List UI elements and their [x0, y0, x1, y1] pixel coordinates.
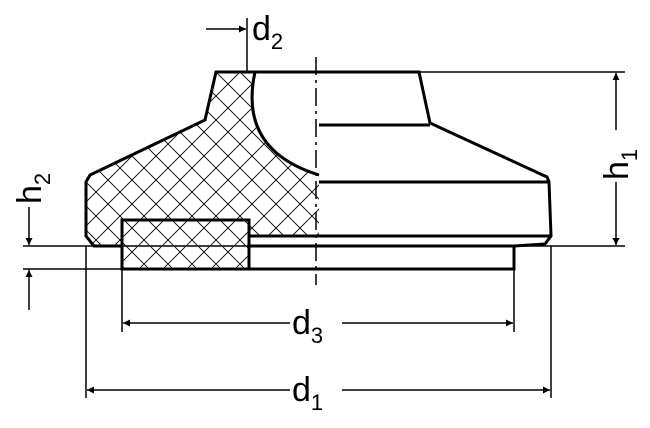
ring-insert-hatched: [120, 218, 251, 271]
bore-arc: [250, 71, 320, 177]
h1-label: h1: [598, 149, 642, 180]
body-outline-left: [84, 70, 255, 248]
h2-label: h2: [11, 173, 55, 204]
d3-label: d3: [292, 304, 323, 348]
d2-label: d2: [252, 10, 283, 54]
body-section-hatched: [86, 72, 319, 246]
body-outline-right: [255, 70, 553, 248]
d1-label: d1: [292, 371, 323, 415]
